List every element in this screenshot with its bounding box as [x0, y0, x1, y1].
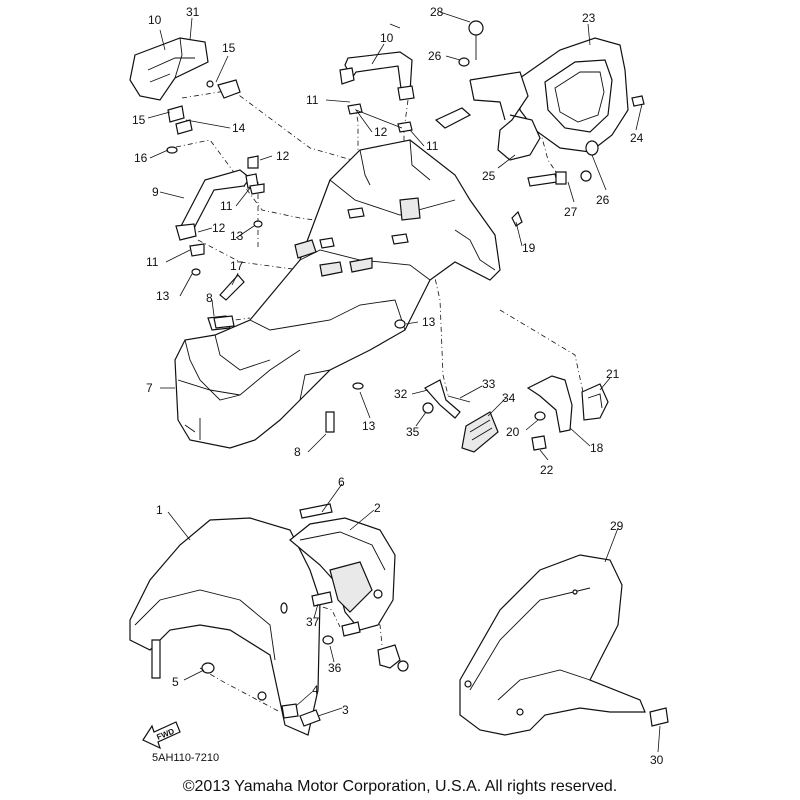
callout-17: 17	[230, 259, 244, 273]
grab-handle-part	[339, 51, 415, 133]
callout-13-c: 13	[362, 419, 376, 433]
callout-8-a: 8	[206, 291, 213, 305]
reflector-part	[526, 375, 609, 451]
callout-21: 21	[606, 367, 620, 381]
tail-cover-part	[129, 37, 209, 101]
callout-2: 2	[374, 501, 381, 515]
callout-20: 20	[506, 425, 520, 439]
callout-10-b: 10	[380, 31, 394, 45]
callout-10-a: 10	[148, 13, 162, 27]
fender-fasteners	[213, 210, 523, 433]
callout-35: 35	[406, 425, 420, 439]
side-handle-part	[175, 155, 265, 331]
callout-3: 3	[342, 703, 349, 717]
bracket-stay-part	[434, 20, 592, 187]
callout-30: 30	[650, 753, 664, 767]
callout-15-a: 15	[222, 41, 236, 55]
callout-28: 28	[430, 5, 444, 19]
callout-12-c: 12	[374, 125, 388, 139]
callout-26-a: 26	[428, 49, 442, 63]
callout-37: 37	[306, 615, 320, 629]
callout-33: 33	[482, 377, 496, 391]
callout-24: 24	[630, 131, 644, 145]
callout-11-c: 11	[306, 93, 319, 107]
callout-18: 18	[590, 441, 604, 455]
svg-text:FWD: FWD	[155, 727, 175, 742]
callout-27: 27	[564, 205, 578, 219]
callout-15-b: 15	[132, 113, 146, 127]
callout-13-b: 13	[156, 289, 170, 303]
callout-5: 5	[172, 675, 179, 689]
callout-29: 29	[610, 519, 624, 533]
callout-4: 4	[312, 683, 319, 697]
callout-12-b: 12	[212, 221, 226, 235]
callout-12-a: 12	[276, 149, 290, 163]
fwd-arrow-icon: FWD	[142, 721, 181, 750]
callout-25: 25	[482, 169, 496, 183]
callout-26-b: 26	[596, 193, 610, 207]
callout-19: 19	[522, 241, 536, 255]
callout-11-a: 11	[220, 199, 233, 213]
callout-13-d: 13	[422, 315, 436, 329]
copyright-notice: ©2013 Yamaha Motor Corporation, U.S.A. A…	[182, 778, 618, 795]
callout-labels: 10 31 15 15 14 16 12 9 11 12 13 11 17 13…	[132, 5, 664, 767]
callout-31: 31	[186, 5, 200, 19]
rear-fender-part	[174, 139, 501, 449]
callout-14: 14	[232, 121, 246, 135]
callout-34: 34	[502, 391, 516, 405]
callout-16: 16	[134, 151, 148, 165]
callout-8-b: 8	[294, 445, 301, 459]
callout-9: 9	[152, 185, 159, 199]
callout-11-b: 11	[146, 255, 159, 269]
rear-hugger-part	[459, 554, 669, 736]
front-fender-part	[129, 517, 321, 736]
callout-6: 6	[338, 475, 345, 489]
callout-36: 36	[328, 661, 342, 675]
callout-7: 7	[146, 381, 153, 395]
leader-lines	[147, 11, 661, 753]
callout-11-d: 11	[426, 139, 439, 153]
tail-light-housing-part	[519, 37, 645, 156]
clip-bracket-part	[166, 79, 241, 154]
inner-fender-part	[289, 503, 409, 672]
callout-32: 32	[394, 387, 408, 401]
callout-22: 22	[540, 463, 554, 477]
license-light-part	[422, 379, 499, 453]
callout-23: 23	[582, 11, 596, 25]
diagram-code: 5AH110-7210	[152, 752, 220, 764]
callout-13-a: 13	[230, 229, 244, 243]
callout-1: 1	[156, 503, 163, 517]
